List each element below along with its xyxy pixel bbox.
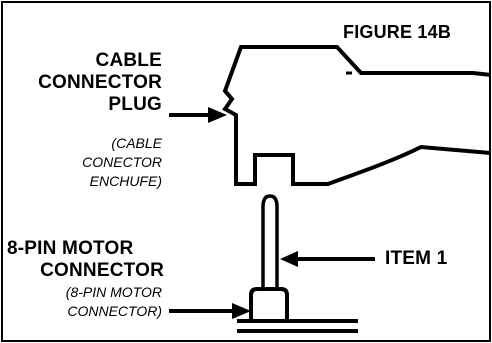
cable-connector-plug-label: CABLE CONNECTOR PLUG bbox=[38, 50, 162, 116]
label-line: CONNECTOR bbox=[40, 260, 164, 281]
translation-line: (CABLE bbox=[111, 135, 162, 151]
motor-connector-block-shape bbox=[249, 287, 289, 320]
translation-line: CONECTOR bbox=[82, 154, 162, 170]
label-line: CABLE bbox=[95, 50, 162, 71]
motor-pointer-arrowhead bbox=[232, 303, 251, 319]
cable-connector-plug-translation: (CABLE CONECTOR ENCHUFE) bbox=[82, 134, 162, 191]
label-line: 8-PIN MOTOR bbox=[7, 238, 134, 259]
item-1-pin-shape bbox=[261, 194, 279, 289]
motor-connector-translation: (8-PIN MOTOR CONNECTOR) bbox=[66, 283, 162, 321]
item-1-label: ITEM 1 bbox=[385, 248, 448, 269]
plug-pointer-arrowhead bbox=[208, 107, 227, 123]
motor-connector-label: 8-PIN MOTOR CONNECTOR bbox=[7, 238, 164, 282]
label-line: PLUG bbox=[108, 94, 162, 115]
cable-connector-plug-shape bbox=[222, 45, 489, 186]
figure-title: FIGURE 14B bbox=[343, 22, 452, 42]
connector-diagram bbox=[169, 45, 489, 333]
translation-line: CONNECTOR) bbox=[67, 303, 162, 319]
item-pointer-arrowhead bbox=[280, 251, 298, 267]
translation-line: ENCHUFE) bbox=[89, 173, 162, 189]
translation-line: (8-PIN MOTOR bbox=[65, 284, 162, 300]
label-line: CONNECTOR bbox=[38, 72, 162, 93]
